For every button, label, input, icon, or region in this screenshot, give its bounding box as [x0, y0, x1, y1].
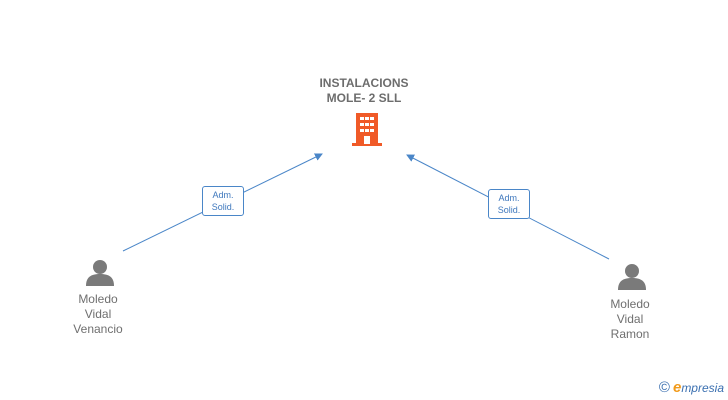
- person-icon[interactable]: [86, 260, 114, 286]
- person-name-line3: Ramon: [610, 327, 650, 341]
- person-ramon[interactable]: Moledo Vidal Ramon: [570, 297, 690, 342]
- building-icon[interactable]: [352, 113, 382, 146]
- relation-badge-ramon: Adm. Solid.: [488, 189, 530, 219]
- person-venancio[interactable]: Moledo Vidal Venancio: [38, 292, 158, 337]
- person-name-line1: Moledo: [78, 292, 118, 306]
- company-name[interactable]: INSTALACIONS MOLE- 2 SLL: [264, 76, 464, 106]
- person-name-line1: Moledo: [610, 297, 650, 311]
- relation-badge-line1: Adm.: [498, 193, 520, 203]
- relation-badge-line1: Adm.: [212, 190, 234, 200]
- company-name-line2: MOLE- 2 SLL: [326, 91, 402, 105]
- brand-footer[interactable]: ©empresia: [659, 379, 724, 396]
- person-name-line3: Venancio: [73, 322, 123, 336]
- relation-badge-line2: Solid.: [211, 202, 235, 212]
- company-name-line1: INSTALACIONS: [319, 76, 409, 90]
- person-name-line2: Vidal: [84, 307, 112, 321]
- person-name-line2: Vidal: [616, 312, 644, 326]
- copyright-icon: ©: [658, 379, 670, 396]
- person-icon[interactable]: [618, 264, 646, 290]
- relation-badge-venancio: Adm. Solid.: [202, 186, 244, 216]
- brand-logo-rest: mpresia: [681, 381, 724, 395]
- relation-badge-line2: Solid.: [497, 205, 521, 215]
- brand-logo-first: e: [672, 379, 682, 396]
